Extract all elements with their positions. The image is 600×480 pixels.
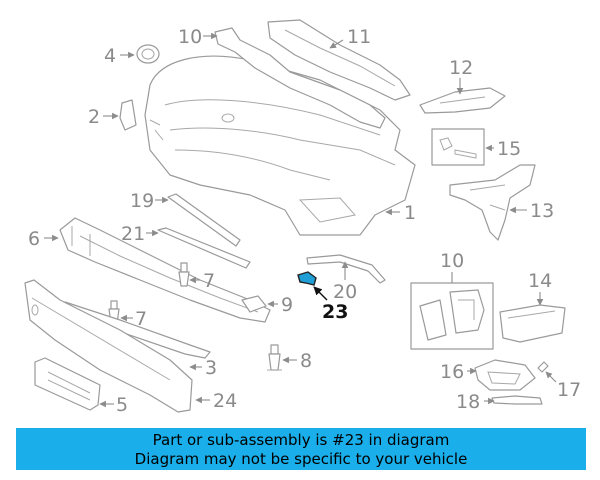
- callout-23: 23: [322, 301, 348, 323]
- callout-21: 20: [333, 281, 357, 303]
- callout-14: 13: [530, 200, 554, 222]
- upper-cover-part: [267, 19, 411, 101]
- highlighted-bracket-23-part: [297, 271, 317, 286]
- callout-6: 6: [28, 228, 40, 250]
- callout-11: 10: [178, 26, 202, 48]
- license-bracket-part: [34, 357, 101, 411]
- moulding-part: [306, 254, 386, 284]
- trim-strip-19-part: [491, 395, 543, 405]
- bracket-set-part: [410, 282, 494, 350]
- callout-7-lower: 7: [135, 308, 147, 330]
- callout-9: 9: [281, 294, 293, 316]
- reinforcement-bar-part: [24, 279, 193, 413]
- banner-line-1: Part or sub-assembly is #23 in diagram: [152, 431, 450, 449]
- info-banner: Part or sub-assembly is #23 in diagram D…: [16, 428, 586, 470]
- callout-18: 17: [557, 379, 581, 401]
- push-pin-upper-part: [178, 262, 190, 287]
- lower-grille-part: [59, 217, 271, 323]
- emblem-part: [136, 44, 160, 64]
- callout-24: 24: [213, 390, 237, 412]
- lower-absorber-part: [57, 301, 211, 359]
- callout-10: 10: [440, 250, 464, 272]
- small-cover-part: [241, 295, 267, 313]
- callout-1: 1: [404, 202, 416, 224]
- callout-7-upper: 7: [203, 270, 215, 292]
- callout-3: 3: [205, 357, 217, 379]
- callout-5: 5: [116, 394, 128, 416]
- callout-15: 14: [528, 270, 552, 292]
- callout-2: 2: [88, 106, 100, 128]
- callout-17: 16: [440, 361, 464, 383]
- callout-22: 21: [121, 223, 145, 245]
- callout-19: 18: [456, 391, 480, 413]
- upper-bracket-part: [214, 27, 386, 129]
- banner-line-2: Diagram may not be specific to your vehi…: [134, 450, 468, 468]
- callout-20: 19: [130, 190, 154, 212]
- callout-13: 12: [449, 57, 473, 79]
- small-clip-part: [537, 361, 549, 373]
- side-bracket-part: [449, 164, 536, 241]
- sensor-module-part: [499, 304, 566, 343]
- push-clip-part: [267, 344, 282, 371]
- callout-8: 8: [300, 350, 312, 372]
- callout-4: 4: [104, 45, 116, 67]
- trim-strip-20-part: [167, 193, 241, 247]
- parts-diagram: 1 2 4 10 11 12 15 13: [24, 19, 581, 416]
- clip-kit-part: [431, 128, 485, 166]
- side-deflector-part: [419, 87, 506, 114]
- callout-12: 11: [347, 26, 371, 48]
- fog-surround-part: [474, 359, 536, 391]
- callout-16: 15: [497, 138, 521, 160]
- bracket-2-part: [119, 99, 137, 131]
- trim-strip-22-part: [157, 227, 251, 269]
